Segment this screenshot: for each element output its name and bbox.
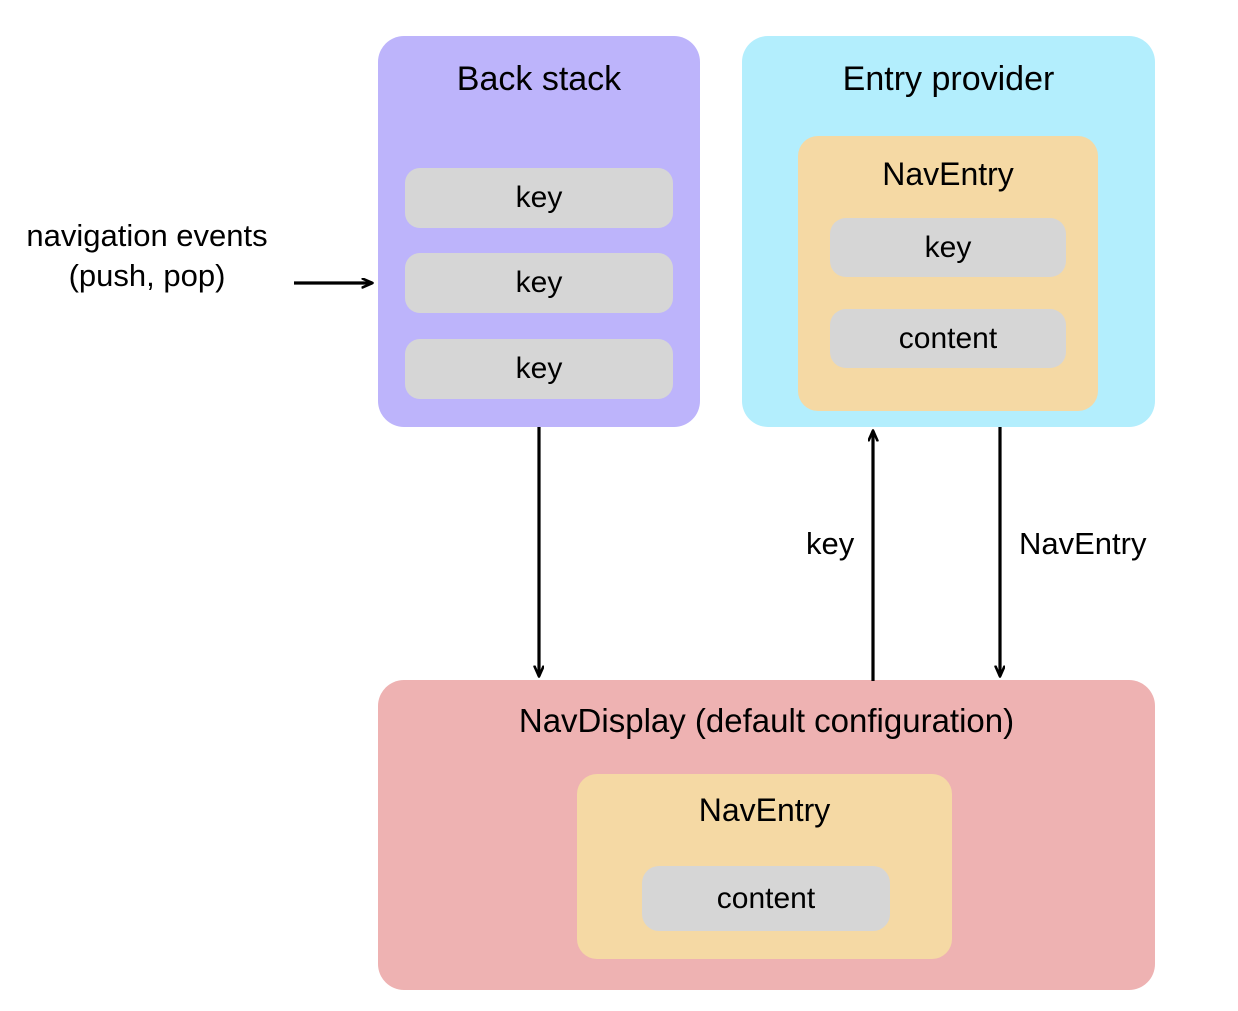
navigation-events-line-2: (push, pop) (68, 258, 226, 294)
nav-display-nav-entry-card[interactable]: NavEntry content (577, 774, 952, 959)
nav-display-panel[interactable]: NavDisplay (default configuration) NavEn… (378, 680, 1155, 990)
entry-provider-nav-entry-title: NavEntry (882, 156, 1014, 192)
back-stack-key-item[interactable]: key (405, 339, 673, 399)
entry-provider-key-label: key (924, 230, 972, 264)
navigation-events-label: navigation events (push, pop) (11, 216, 283, 297)
entry-provider-key-pill[interactable]: key (830, 218, 1066, 277)
back-stack-key-label: key (515, 266, 563, 299)
back-stack-key-label: key (515, 181, 563, 214)
nav-display-nav-entry-title: NavEntry (698, 792, 831, 828)
entry-provider-content-pill[interactable]: content (830, 309, 1066, 368)
back-stack-key-label: key (515, 352, 563, 385)
back-stack-panel[interactable]: Back stack key key key (378, 36, 700, 427)
entry-provider-title: Entry provider (842, 60, 1055, 98)
entry-provider-content-label: content (898, 321, 998, 355)
edge-label-nav-entry: NavEntry (1019, 526, 1147, 561)
back-stack-title: Back stack (456, 60, 622, 98)
navigation-events-line-1: navigation events (26, 218, 268, 253)
edge-label-key: key (806, 526, 855, 561)
nav-display-content-label: content (716, 881, 816, 915)
nav-display-content-pill[interactable]: content (642, 866, 890, 931)
entry-provider-panel[interactable]: Entry provider NavEntry key content (742, 36, 1155, 427)
nav-display-title: NavDisplay (default configuration) (518, 702, 1015, 739)
back-stack-key-item[interactable]: key (405, 168, 673, 228)
entry-provider-nav-entry-card[interactable]: NavEntry key content (798, 136, 1098, 411)
back-stack-key-item[interactable]: key (405, 253, 673, 313)
